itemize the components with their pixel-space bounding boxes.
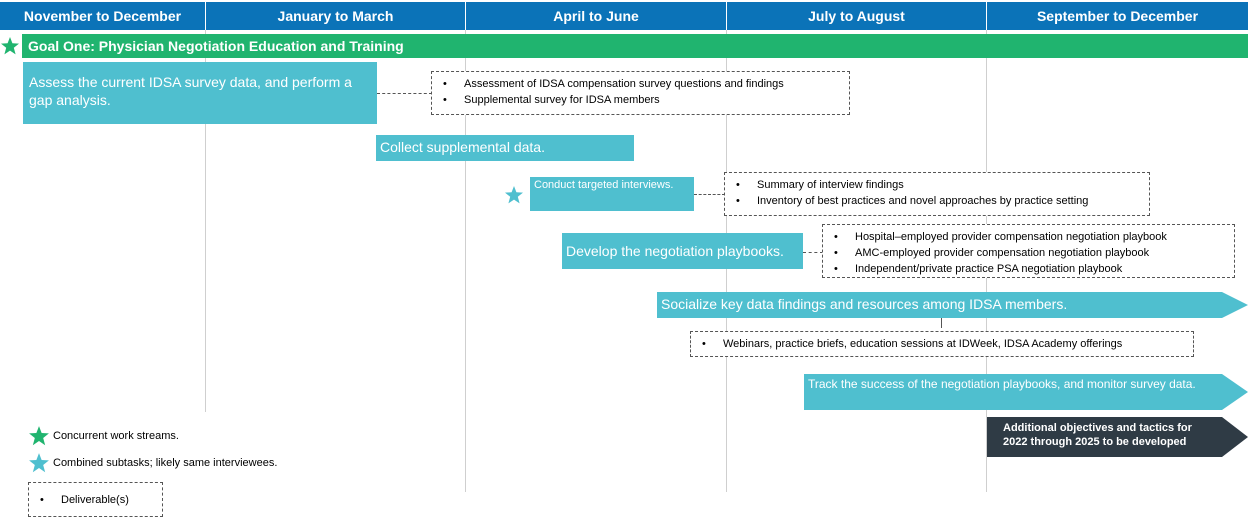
deliverable-item: Hospital–employed provider compensation … [823, 229, 1226, 245]
goal-title: Goal One: Physician Negotiation Educatio… [28, 38, 404, 54]
period-header-apr-jun: April to June [466, 2, 727, 30]
task-label: Conduct targeted interviews. [534, 179, 674, 191]
deliverables-interviews: Summary of interview findingsInventory o… [724, 172, 1150, 216]
column-divider [205, 30, 206, 412]
deliverable-item: AMC-employed provider compensation negot… [823, 245, 1226, 261]
deliverable-item: Assessment of IDSA compensation survey q… [432, 76, 841, 92]
concurrent-legend-star-icon [29, 426, 49, 446]
deliverable-item: Independent/private practice PSA negotia… [823, 261, 1226, 277]
connector-line [941, 318, 942, 328]
task-label: Additional objectives and tactics for 20… [1003, 422, 1192, 448]
legend-deliverable-box: Deliverable(s) [28, 482, 163, 517]
task-assess-survey-data: Assess the current IDSA survey data, and… [23, 62, 377, 124]
period-header-jan-mar: January to March [206, 2, 466, 30]
deliverable-item: Inventory of best practices and novel ap… [725, 193, 1141, 209]
connector-line [694, 194, 725, 195]
legend-concurrent-label: Concurrent work streams. [53, 430, 179, 442]
period-label: November to December [23, 8, 182, 24]
task-additional-objectives: Additional objectives and tactics for 20… [987, 417, 1248, 457]
task-collect-supplemental-data: Collect supplemental data. [376, 135, 634, 161]
goal-one-bar: Goal One: Physician Negotiation Educatio… [22, 34, 1248, 58]
legend-combined-label: Combined subtasks; likely same interview… [53, 457, 278, 469]
task-develop-playbooks: Develop the negotiation playbooks. [562, 233, 803, 269]
deliverables-playbooks: Hospital–employed provider compensation … [822, 224, 1235, 278]
period-header-nov-dec: November to December [0, 2, 206, 30]
legend-deliverable-label: Deliverable(s) [29, 492, 154, 508]
task-socialize-findings: Socialize key data findings and resource… [657, 292, 1248, 318]
column-divider [465, 30, 466, 492]
period-label: September to December [1036, 8, 1199, 24]
task-label: Track the success of the negotiation pla… [808, 377, 1196, 391]
task-track-success: Track the success of the negotiation pla… [804, 374, 1248, 410]
task-label: Develop the negotiation playbooks. [566, 243, 784, 259]
connector-line [803, 252, 823, 253]
period-label: January to March [277, 8, 394, 24]
task-label: Collect supplemental data. [380, 139, 545, 155]
deliverable-item: Supplemental survey for IDSA members [432, 92, 841, 108]
goal-star-icon [1, 37, 19, 55]
deliverable-item: Summary of interview findings [725, 177, 1141, 193]
connector-line [377, 93, 432, 94]
deliverable-item: Webinars, practice briefs, education ses… [691, 336, 1185, 352]
task-conduct-interviews: Conduct targeted interviews. [530, 177, 694, 211]
deliverables-socialize: Webinars, practice briefs, education ses… [690, 331, 1194, 357]
combined-subtask-star-icon [505, 186, 523, 204]
deliverables-assess: Assessment of IDSA compensation survey q… [431, 71, 850, 115]
task-label: Assess the current IDSA survey data, and… [29, 74, 352, 108]
combined-legend-star-icon [29, 453, 49, 473]
period-label: April to June [553, 8, 639, 24]
period-header-jul-aug: July to August [727, 2, 987, 30]
period-header-sep-dec: September to December [987, 2, 1248, 30]
task-label: Socialize key data findings and resource… [661, 296, 1068, 312]
period-label: July to August [808, 8, 905, 24]
